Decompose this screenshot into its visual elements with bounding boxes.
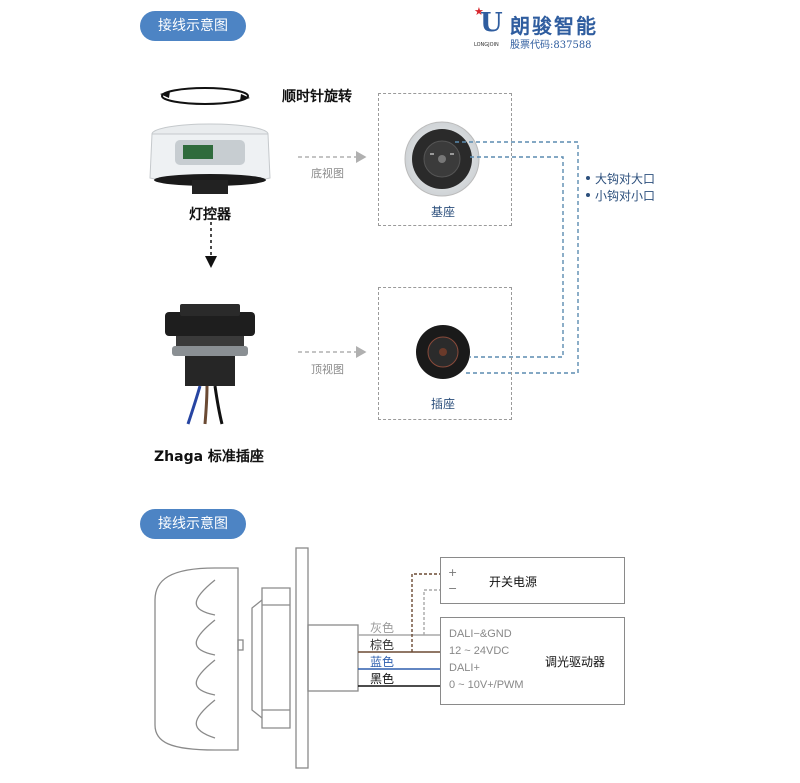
stock-label: 股票代码: [510,40,554,51]
brand-name: 朗骏智能 [510,14,598,38]
base-label: 基座 [431,205,456,219]
controller-label: 灯控器 [189,207,231,223]
terminal-0-10v-pwm: 0 ~ 10V+/PWM [449,679,524,691]
psu-label: 开关电源 [489,575,538,589]
note-big-hook: 大钩对大口 [595,172,656,186]
section-title-top: 接线示意图 [140,11,246,41]
wire-label-blue: 蓝色 [370,655,395,669]
zhaga-socket-image [165,304,255,425]
terminal-dali-gnd: DALI−&GND [449,628,512,640]
bottom-view-label: 底视图 [311,167,344,180]
driver-label: 调光驱动器 [545,655,606,669]
dimming-driver-box: DALI−&GND 12 ~ 24VDC DALI+ 0 ~ 10V+/PWM … [440,617,625,705]
hook-correspondence-lines [455,141,579,374]
plug-label: 插座 [431,397,456,411]
stock-line: 股票代码:837588 [510,36,592,51]
wire-lines [358,634,440,687]
terminal-12-24vdc: 12 ~ 24VDC [449,645,510,657]
power-supply-box: + − 开关电源 [440,557,625,604]
brand-logo: ★ U LONGJOIN 朗骏智能 股票代码:837588 [470,5,620,51]
section-title-bottom: 接线示意图 [140,509,246,539]
logo-mark: ★ U [474,5,504,40]
psu-plus: + [448,566,458,579]
base-bottom-view-image [404,121,480,197]
stock-code: 837588 [553,40,592,51]
plug-view-box [378,287,512,420]
wire-label-grey: 灰色 [370,621,395,635]
terminal-dali-plus: DALI+ [449,662,480,674]
socket-label: Zhaga 标准插座 [154,449,264,465]
rotate-arrow-icon [160,87,250,105]
wire-label-brown: 棕色 [370,638,395,652]
top-view-label: 顶视图 [311,363,344,376]
light-controller-image [149,123,271,194]
logo-star-icon: ★ [474,5,484,18]
wire-label-black: 黑色 [370,672,395,686]
plug-top-view-image [416,325,470,379]
fixture-side-view [154,547,359,769]
psu-dashed-links [411,573,440,652]
logo-letter: U [480,8,503,38]
psu-minus: − [448,582,458,595]
note-bullets [586,176,590,197]
note-small-hook: 小钩对小口 [595,189,656,203]
base-view-box [378,93,512,226]
rotate-label: 顺时针旋转 [282,89,352,105]
logo-sub: LONGJOIN [474,42,499,48]
